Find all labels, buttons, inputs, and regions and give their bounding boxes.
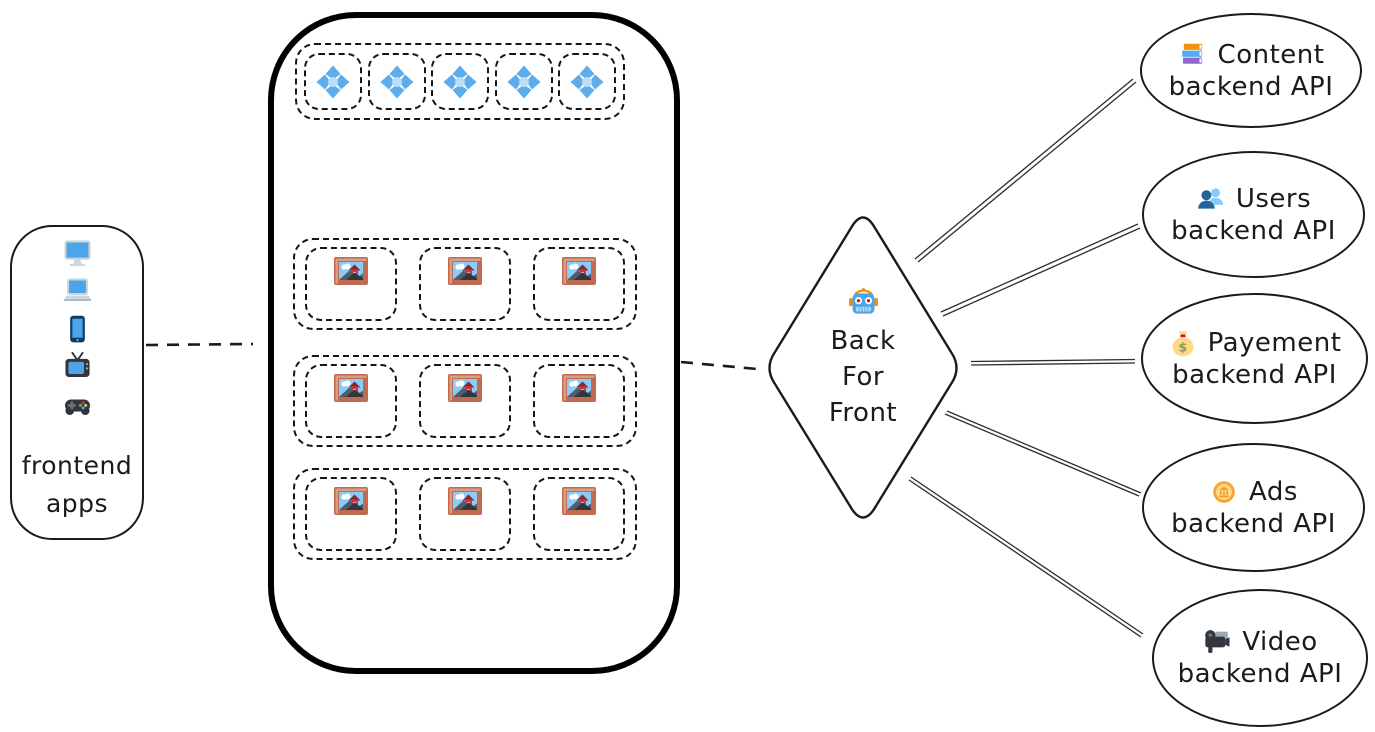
backend-title-row: Ads — [1209, 477, 1298, 507]
mobile-phone-icon — [62, 314, 93, 345]
backend-type: backend API — [1171, 508, 1336, 539]
bff-node: Back For Front — [783, 287, 943, 432]
bff-to-payement-connector — [970, 358, 1136, 366]
frontend-apps-label: frontend apps — [22, 447, 133, 522]
money-bag-icon — [1168, 328, 1198, 358]
framed-picture-icon — [447, 486, 483, 516]
frontend-apps-box: frontend apps — [10, 225, 144, 540]
backend-type: backend API — [1168, 71, 1334, 102]
service-cell — [558, 53, 616, 110]
diamond-icon — [315, 64, 351, 100]
books-icon — [1178, 40, 1208, 70]
device-icon-stack — [62, 238, 93, 421]
services-row — [295, 43, 625, 120]
widget-cell — [533, 477, 625, 551]
backend-node-video: Video backend API — [1152, 589, 1368, 727]
framed-picture-icon — [333, 256, 369, 286]
app-to-bff-connector — [680, 360, 758, 371]
widget-cell — [419, 477, 511, 551]
bff-label-line2: For — [841, 361, 885, 392]
service-cell — [494, 53, 553, 110]
frontend-label-line2: apps — [45, 488, 109, 518]
bff-to-ads-connector — [944, 410, 1142, 497]
users-icon — [1196, 184, 1226, 214]
widget-row-3 — [293, 468, 637, 560]
backend-name: Video — [1242, 627, 1318, 657]
backend-node-users: Users backend API — [1142, 151, 1365, 278]
backend-node-payement: Payement backend API — [1141, 293, 1368, 424]
widget-row-2 — [293, 355, 637, 447]
service-cell — [304, 53, 362, 110]
frontend-to-app-connector — [145, 342, 254, 347]
desktop-icon — [62, 238, 93, 269]
backend-title-row: Video — [1202, 627, 1317, 657]
robot-icon — [847, 287, 880, 320]
service-cell — [431, 53, 489, 110]
coin-icon — [1209, 477, 1239, 507]
bff-label-line3: Front — [828, 397, 898, 428]
bff-label-line1: Back — [830, 326, 896, 356]
framed-picture-icon — [561, 486, 597, 516]
widget-cell — [533, 364, 625, 438]
backend-type: backend API — [1171, 215, 1336, 246]
frontend-label-line1: frontend — [21, 451, 133, 480]
diamond-icon — [569, 64, 605, 100]
diamond-icon — [379, 64, 415, 100]
widget-cell — [533, 247, 625, 321]
widget-row-1 — [293, 238, 637, 330]
framed-picture-icon — [561, 256, 597, 286]
framed-picture-icon — [333, 373, 369, 403]
framed-picture-icon — [447, 256, 483, 286]
widget-cell — [305, 364, 397, 438]
widget-cell — [419, 364, 511, 438]
bff-to-content-connector — [914, 78, 1137, 263]
video-camera-icon — [1202, 627, 1232, 657]
backend-name: Ads — [1249, 476, 1298, 507]
backend-title-row: Content — [1178, 40, 1325, 70]
framed-picture-icon — [333, 486, 369, 516]
widget-cell — [419, 247, 511, 321]
laptop-icon — [62, 276, 93, 307]
bff-to-users-connector — [940, 223, 1141, 317]
bff-diamond-shape — [768, 216, 958, 519]
television-icon — [62, 352, 93, 383]
widget-cell — [305, 247, 397, 321]
backend-title-row: Users — [1196, 184, 1311, 214]
backend-name: Users — [1235, 183, 1312, 214]
backend-node-ads: Ads backend API — [1142, 443, 1365, 572]
backend-type: backend API — [1172, 359, 1337, 390]
backend-type: backend API — [1177, 659, 1343, 689]
backend-node-content: Content backend API — [1140, 13, 1362, 128]
diamond-icon — [506, 64, 542, 100]
backend-name: Content — [1217, 39, 1325, 70]
app-screen-frame — [268, 12, 680, 674]
diamond-icon — [442, 64, 478, 100]
backend-title-row: Payement — [1168, 328, 1342, 358]
framed-picture-icon — [447, 373, 483, 403]
gamepad-icon — [62, 390, 93, 421]
bff-to-video-connector — [908, 476, 1144, 638]
service-cell — [367, 53, 426, 110]
widget-cell — [305, 477, 397, 551]
backend-name: Payement — [1207, 327, 1342, 358]
framed-picture-icon — [561, 373, 597, 403]
